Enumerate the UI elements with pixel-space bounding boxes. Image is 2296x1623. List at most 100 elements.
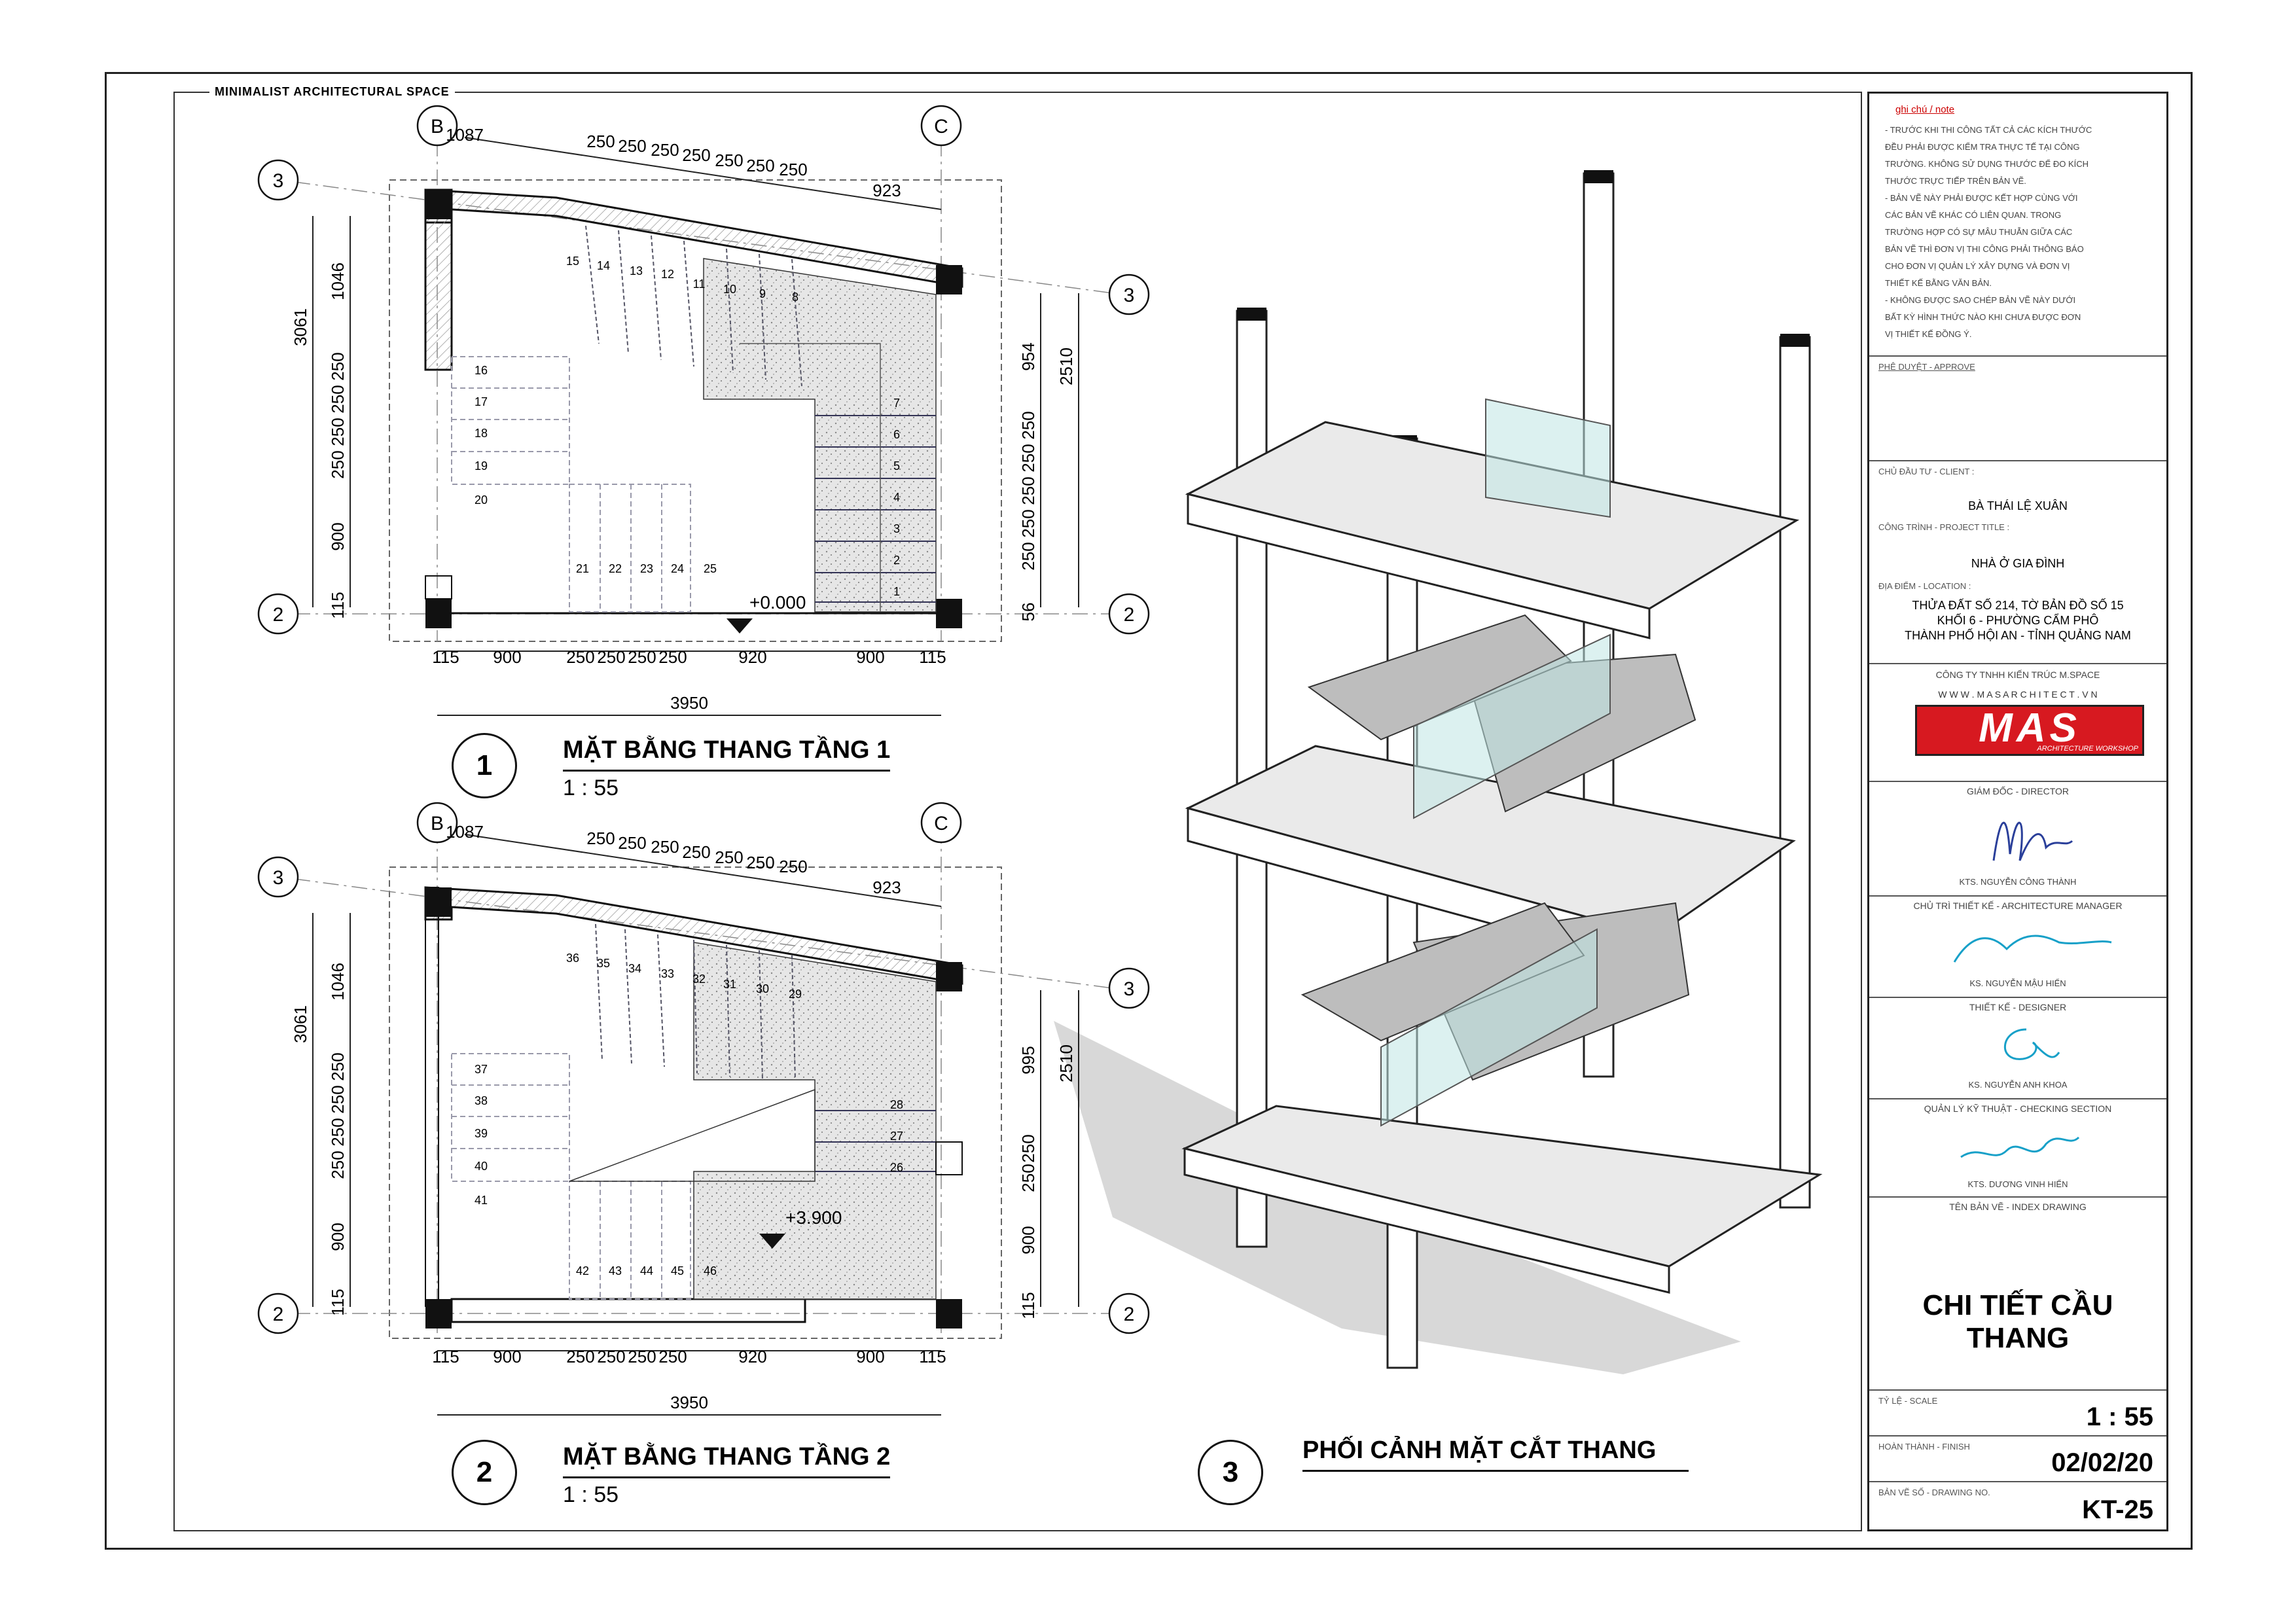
step-number: 25 bbox=[704, 562, 717, 575]
dimension-right: 250 bbox=[1018, 542, 1038, 570]
sheet-border bbox=[105, 72, 2193, 1550]
dimension-bottom: 115 bbox=[432, 1347, 459, 1366]
title-underline bbox=[563, 770, 890, 772]
step-number: 46 bbox=[704, 1264, 717, 1277]
grid-bubble-3-right-label: 3 bbox=[1124, 978, 1135, 1000]
location-line-2: KHỐI 6 - PHƯỜNG CẨM PHÔ bbox=[1937, 614, 2099, 627]
column-outline bbox=[425, 575, 452, 599]
view-scale-1: 1 : 55 bbox=[563, 776, 619, 800]
title-underline bbox=[563, 1476, 890, 1478]
dimension-top: 250 bbox=[715, 847, 743, 867]
column bbox=[936, 599, 962, 628]
stair-flight bbox=[703, 258, 937, 613]
dimension-top: 1087 bbox=[446, 822, 484, 842]
checking-signature bbox=[1960, 1136, 2080, 1158]
dimension-left: 250 bbox=[328, 385, 348, 413]
plan-boundary bbox=[389, 179, 1002, 642]
director-signature bbox=[1992, 821, 2073, 861]
step-number: 12 bbox=[661, 268, 674, 281]
step-number: 6 bbox=[893, 428, 900, 441]
dimension-bottom: 115 bbox=[432, 647, 459, 667]
step-number: 45 bbox=[671, 1264, 684, 1277]
grid-bubble-2-right-label: 2 bbox=[1124, 604, 1135, 626]
client-name: BÀ THÁI LỆ XUÂN bbox=[1968, 499, 2068, 512]
step-number: 17 bbox=[475, 395, 488, 408]
company-section: CÔNG TY TNHH KIẾN TRÚC M.SPACE W W W . M… bbox=[1869, 663, 2166, 781]
dimension-bottom: 250 bbox=[597, 1347, 625, 1366]
location-line-3: THÀNH PHỐ HỘI AN - TỈNH QUẢNG NAM bbox=[1905, 629, 2131, 642]
dimension-bottom: 920 bbox=[738, 1347, 766, 1366]
checking-label: QUẢN LÝ KỸ THUẬT - CHECKING SECTION bbox=[1924, 1103, 2112, 1114]
slab-opening-edge bbox=[450, 1298, 806, 1323]
grid-bubble-3-label: 3 bbox=[273, 867, 284, 889]
plan-boundary bbox=[389, 866, 1002, 1339]
grid-bubble-2-right bbox=[1108, 1293, 1150, 1334]
step-number: 29 bbox=[789, 988, 802, 1001]
view-title-2: MẶT BẰNG THANG TẦNG 2 bbox=[563, 1443, 891, 1471]
step-number: 31 bbox=[723, 978, 736, 991]
column bbox=[936, 265, 962, 294]
director-label: GIÁM ĐỐC - DIRECTOR bbox=[1966, 786, 2070, 796]
company-website: W W W . M A S A R C H I T E C T . V N bbox=[1938, 689, 2098, 700]
note-line: TRƯỜNG HỢP CÓ SỰ MÂU THUẪN GIỮA CÁC bbox=[1885, 227, 2073, 237]
grid-bubble-2-right bbox=[1108, 593, 1150, 635]
upper-risers bbox=[595, 923, 796, 1080]
dimension-left: 900 bbox=[328, 522, 348, 550]
grid-bubble-c bbox=[920, 802, 962, 844]
dimension-bottom-total: 3950 bbox=[670, 1393, 708, 1412]
dimension-top: 250 bbox=[586, 132, 615, 151]
grid-bubble-3-right bbox=[1108, 967, 1150, 1009]
grid-bubble-b bbox=[416, 105, 458, 147]
level-marker bbox=[726, 618, 753, 633]
grid-bubble-b-label: B bbox=[431, 813, 444, 834]
dimension-top: 250 bbox=[746, 156, 774, 175]
note-line: - TRƯỚC KHI THI CÔNG TẤT CẢ CÁC KÍCH THƯ… bbox=[1885, 125, 2092, 135]
column bbox=[425, 887, 452, 917]
step-number: 16 bbox=[475, 364, 488, 377]
dimension-top: 250 bbox=[651, 140, 679, 160]
dimension-left: 250 bbox=[328, 1085, 348, 1113]
step-number: 18 bbox=[475, 427, 488, 440]
dimension-bottom: 900 bbox=[493, 1347, 521, 1366]
left-wall bbox=[424, 188, 453, 371]
dimension-left: 115 bbox=[328, 592, 348, 618]
lower-flight-outline bbox=[451, 356, 691, 613]
step-number: 10 bbox=[723, 283, 736, 296]
drawing-area bbox=[173, 92, 1862, 1531]
dimension-right: 250 bbox=[1018, 1164, 1038, 1192]
grid-bubble-2-label: 2 bbox=[273, 1304, 284, 1325]
view-number-1: 1 bbox=[452, 733, 517, 798]
step-number: 13 bbox=[630, 264, 643, 277]
grid-bubble-3-right bbox=[1108, 274, 1150, 315]
dimension-bottom-total: 3950 bbox=[670, 693, 708, 713]
drawing-no-label: BẢN VẼ SỐ - DRAWING NO. bbox=[1878, 1488, 1990, 1497]
step-number: 11 bbox=[693, 277, 706, 291]
dimension-top: 250 bbox=[779, 160, 807, 179]
designer-signature bbox=[2004, 1028, 2060, 1060]
step-number: 24 bbox=[671, 562, 684, 575]
step-number: 4 bbox=[893, 491, 900, 504]
sheet-header-label: MINIMALIST ARCHITECTURAL SPACE bbox=[209, 85, 455, 99]
dimension-bottom: 250 bbox=[658, 647, 687, 667]
checking-name: KTS. DƯƠNG VINH HIỂN bbox=[1967, 1179, 2068, 1189]
arch-manager-name: KS. NGUYỄN MẬU HIỂN bbox=[1969, 978, 2066, 988]
dimension-right: 250 bbox=[1018, 411, 1038, 439]
step-number: 15 bbox=[566, 255, 579, 268]
dimension-top: 250 bbox=[651, 837, 679, 857]
grid-bubble-b-label: B bbox=[431, 116, 444, 137]
view-number-3: 3 bbox=[1198, 1440, 1263, 1505]
note-line: ĐỀU PHẢI ĐƯỢC KIỂM TRA THỰC TẾ TẠI CÔNG bbox=[1885, 142, 2080, 152]
dimension-left: 250 bbox=[328, 418, 348, 446]
dimension-right: 250 bbox=[1018, 476, 1038, 505]
view-title-3: PHỐI CẢNH MẶT CẮT THANG bbox=[1302, 1436, 1657, 1464]
grid-bubble-2 bbox=[257, 593, 299, 635]
designer-name: KS. NGUYỄN ANH KHOA bbox=[1968, 1080, 2068, 1090]
step-number: 3 bbox=[893, 522, 900, 535]
plan-floor-1: +0.000 bbox=[294, 141, 1113, 642]
step-number: 8 bbox=[792, 291, 798, 304]
dimension-line-top bbox=[464, 834, 942, 907]
dimension-bottom: 250 bbox=[566, 647, 594, 667]
dimension-left: 250 bbox=[328, 1150, 348, 1179]
dimension-left: 115 bbox=[328, 1289, 348, 1315]
